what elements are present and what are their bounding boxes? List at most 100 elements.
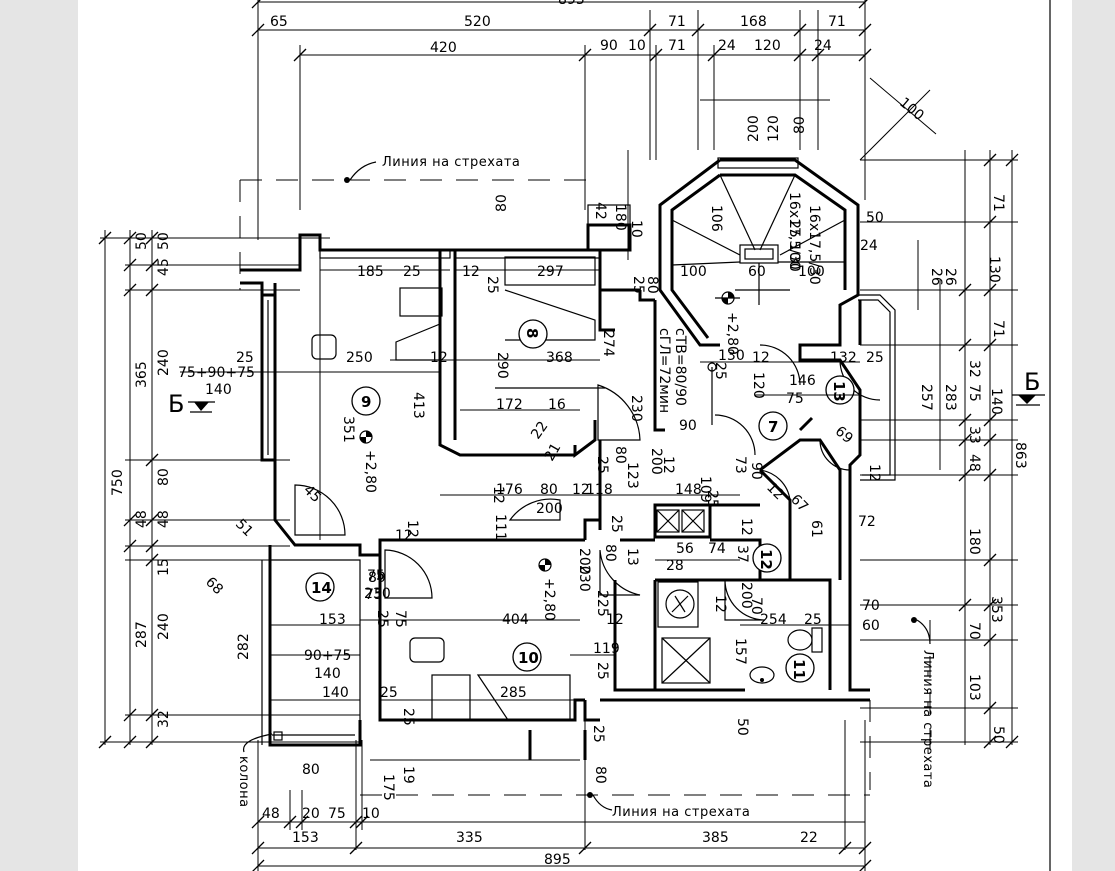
interior-dimension-label: 100	[680, 264, 707, 280]
interior-dimension-label: 90+75	[304, 648, 351, 664]
interior-dimension-label: 12	[738, 518, 754, 536]
svg-text:60: 60	[862, 618, 880, 634]
svg-text:103: 103	[966, 674, 982, 701]
svg-text:22: 22	[800, 830, 818, 846]
interior-dimension-label: 200	[576, 548, 592, 575]
room-10: 10	[518, 649, 539, 667]
interior-dimension-label: 100	[786, 243, 802, 270]
svg-text:200: 200	[746, 115, 762, 142]
eaves-label-right: Линия на стрехата	[920, 650, 935, 788]
interior-dimension-label: 109	[697, 476, 713, 503]
interior-dimension-label: 12	[712, 595, 728, 613]
svg-text:283: 283	[942, 384, 958, 411]
interior-dimension-label: 254	[760, 612, 787, 628]
interior-dimension-label: 70	[748, 597, 764, 615]
door-swings	[294, 344, 881, 621]
interior-dimension-label: 21	[542, 441, 565, 464]
interior-dimension-label: 140	[205, 382, 232, 398]
svg-text:26: 26	[942, 268, 958, 286]
interior-dimension-label: 230	[576, 565, 592, 592]
interior-dimension-label: 120	[750, 372, 766, 399]
svg-text:50: 50	[156, 232, 172, 250]
svg-text:70: 70	[862, 598, 880, 614]
svg-text:750: 750	[110, 469, 126, 496]
room-12: 12	[757, 549, 775, 570]
interior-dimension-label: 111	[492, 514, 508, 541]
svg-text:+2,80: +2,80	[541, 578, 557, 621]
svg-text:863: 863	[1012, 442, 1028, 469]
interior-dimension-label: 75	[367, 568, 385, 584]
svg-text:895: 895	[558, 0, 585, 8]
svg-text:24: 24	[860, 238, 878, 254]
interior-dimension-label: 25	[594, 662, 610, 680]
interior-dimension-label: 25	[594, 456, 610, 474]
interior-dimension-label: 368	[546, 350, 573, 366]
svg-text:69: 69	[832, 423, 856, 447]
eaves-line-bottom: Линия на стрехата	[360, 700, 871, 820]
eaves-label-bottom: Линия на стрехата	[612, 805, 750, 820]
room-14: 14	[311, 579, 332, 597]
interior-dimension-label: 25	[400, 708, 416, 726]
svg-text:24: 24	[718, 38, 736, 54]
interior-dimension-label: 25	[786, 220, 802, 238]
svg-text:71: 71	[990, 320, 1006, 338]
interior-dimension-label: 175	[380, 774, 396, 801]
interior-dimension-label: 25	[608, 515, 624, 533]
interior-dimension-label: 80	[602, 544, 618, 562]
interior-dimension-label: 250	[346, 350, 373, 366]
interior-dimension-label: 25	[590, 725, 606, 743]
svg-text:68: 68	[202, 574, 226, 598]
room-13: 13	[830, 381, 848, 402]
svg-text:50: 50	[866, 210, 884, 226]
interior-dimension-label: 80	[368, 570, 386, 586]
interior-dimension-label: 25	[866, 350, 884, 366]
interior-dimension-label: 25	[380, 685, 398, 701]
interior-dimension-label: 230	[628, 395, 644, 422]
interior-dimension-label: 61	[808, 520, 824, 538]
interior-dimension-label: 25	[804, 612, 822, 628]
svg-text:75: 75	[966, 384, 982, 402]
svg-text:12: 12	[866, 464, 882, 482]
svg-text:153: 153	[292, 830, 319, 846]
interior-dimension-label: 50	[734, 718, 750, 736]
room-9: 9	[361, 393, 371, 411]
interior-dimension-label: 132	[830, 350, 857, 366]
interior-dimension-label: 119	[593, 641, 620, 657]
interior-dimension-label: 153	[319, 612, 346, 628]
drawing-sheet	[78, 0, 1072, 871]
interior-dimension-label: 404	[502, 612, 529, 628]
interior-dimension-label: 90	[679, 418, 697, 434]
section-mark-right: Б	[1012, 368, 1045, 406]
interior-dimension-label: 225	[594, 590, 610, 617]
svg-text:130: 130	[986, 256, 1002, 283]
bottom-dimension-labels: 48 20 75 10 153 335 385 22 895	[262, 806, 818, 868]
interior-dimension-label: 413	[410, 392, 426, 419]
svg-text:257: 257	[918, 384, 934, 411]
svg-text:365: 365	[134, 361, 150, 388]
interior-dimension-label: 12	[404, 520, 420, 538]
interior-dimension-label: 12	[395, 528, 413, 544]
interior-dimension-label: 74	[708, 541, 726, 557]
interior-dimension-label: 56	[676, 541, 694, 557]
svg-text:282: 282	[236, 633, 252, 660]
interior-dimension-label: 90	[748, 462, 764, 480]
interior-dimension-label: 106	[708, 205, 724, 232]
left-dimension-labels: 50 50 45 240 365 80 750 48 48 15 240 287…	[110, 232, 324, 728]
top-dimension-labels: 895 65 520 71 168 71 420 90 10 71 24 120…	[270, 0, 927, 212]
interior-dimension-label: 230	[364, 586, 391, 602]
interior-dimension-label: 42	[592, 202, 608, 220]
interior-dimension-label: 172	[496, 397, 523, 413]
svg-text:50: 50	[990, 726, 1006, 744]
svg-text:+2,80: +2,80	[362, 450, 378, 493]
svg-text:71: 71	[990, 194, 1006, 212]
interior-dimension-label: 80	[540, 482, 558, 498]
svg-text:колона: колона	[236, 756, 251, 808]
interior-dimension-label: 12	[606, 612, 624, 628]
svg-text:80: 80	[792, 116, 808, 134]
svg-text:71: 71	[668, 14, 686, 30]
svg-text:335: 335	[456, 830, 483, 846]
svg-text:80: 80	[494, 194, 510, 212]
interior-dimension-label: 351	[340, 416, 356, 443]
interior-dimension-label: 176	[496, 482, 523, 498]
